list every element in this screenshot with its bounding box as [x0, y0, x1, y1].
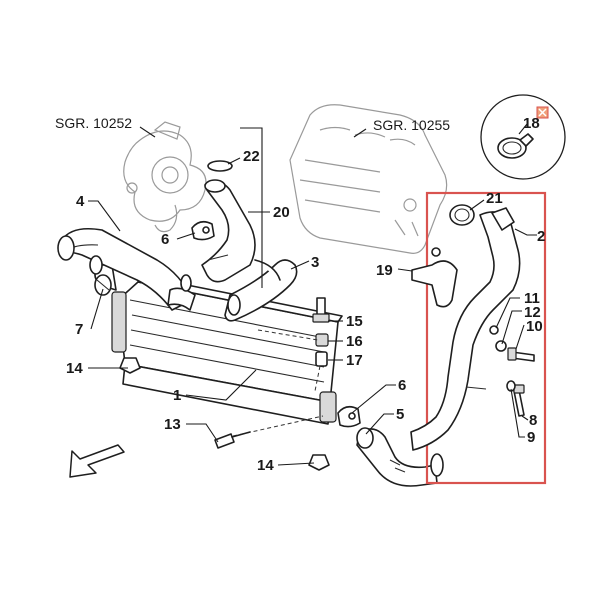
callout-9: 9 [527, 429, 535, 446]
bracket-19 [411, 247, 458, 308]
ref-turbo-group: SGR. 10252 [55, 115, 132, 131]
hose-3 [224, 259, 298, 322]
callout-1: 1 [173, 387, 181, 404]
callout-7: 7 [75, 321, 83, 338]
highlight-frame [425, 191, 547, 485]
callout-3: 3 [311, 254, 319, 271]
callout-22: 22 [243, 148, 260, 165]
hose-4 [57, 227, 196, 311]
callout-6-lower: 6 [398, 377, 406, 394]
callout-16: 16 [346, 333, 363, 350]
callout-18: 18 [523, 115, 540, 132]
bushing-16 [315, 333, 329, 347]
bolt-15 [312, 297, 330, 323]
callout-12: 12 [524, 304, 541, 321]
callout-21: 21 [486, 190, 503, 207]
clamp-6-lower [337, 405, 361, 428]
clamp-6-upper [191, 220, 215, 241]
pipe-2 [410, 207, 521, 477]
hose-5 [356, 427, 438, 487]
bolt-10 [507, 347, 535, 362]
nut-14-bottom [308, 454, 330, 471]
callout-14-bottom: 14 [257, 457, 274, 474]
callout-15: 15 [346, 313, 363, 330]
nut-17 [315, 351, 328, 367]
hose-20 [201, 160, 256, 283]
callout-13: 13 [164, 416, 181, 433]
callout-20: 20 [273, 204, 290, 221]
callout-5: 5 [396, 406, 404, 423]
orange-x-marker-icon [536, 106, 549, 119]
callout-11: 11 [524, 290, 540, 307]
clamp-7 [94, 274, 112, 296]
nut-14-left [119, 357, 141, 374]
washer-12 [495, 340, 507, 352]
callout-2: 2 [537, 228, 545, 245]
clamp-upper [89, 255, 192, 292]
clamp-18-inset [480, 94, 566, 180]
leader-lines [88, 123, 537, 466]
bolt-13 [214, 431, 251, 449]
seal-21 [449, 204, 475, 226]
callout-6-upper: 6 [161, 231, 169, 248]
callout-19: 19 [376, 262, 393, 279]
front-arrow-icon [69, 444, 125, 478]
callout-14-left: 14 [66, 360, 83, 377]
turbocharger-sketch [123, 121, 207, 233]
callout-10: 10 [526, 318, 543, 335]
callout-8: 8 [529, 412, 537, 429]
bolt-8 [513, 384, 525, 417]
callout-4: 4 [76, 193, 85, 210]
intercooler [94, 264, 343, 425]
callout-17: 17 [346, 352, 363, 369]
ref-manifold-group: SGR. 10255 [373, 117, 450, 133]
